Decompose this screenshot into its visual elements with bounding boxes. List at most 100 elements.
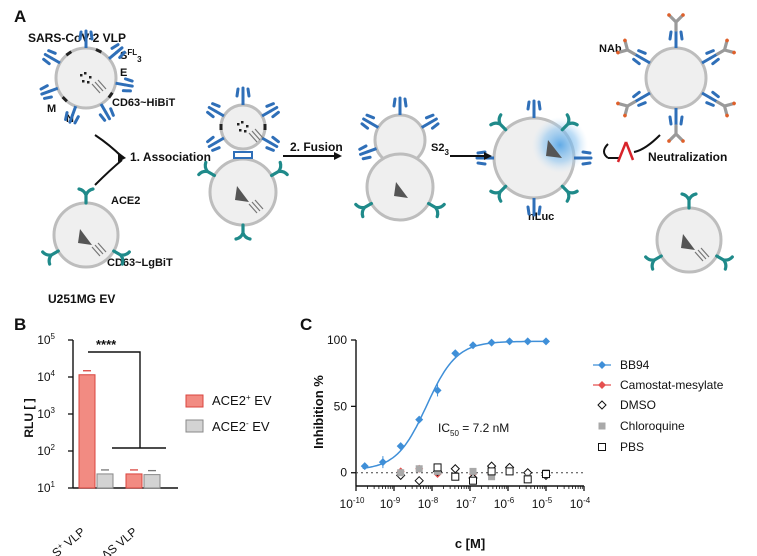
spike-protein-icon xyxy=(668,108,684,127)
data-point xyxy=(397,469,405,477)
antibody-icon xyxy=(667,124,685,143)
spike-head xyxy=(98,107,115,122)
spike-protein-icon xyxy=(261,135,280,152)
cd63-lgbit-coil xyxy=(91,242,107,257)
ace2-shape xyxy=(715,254,734,271)
ace2-receptor-icon xyxy=(489,184,508,203)
legend-marker xyxy=(598,361,606,369)
association-arrowhead xyxy=(118,152,126,162)
spike-stalk xyxy=(214,136,225,145)
legend-marker xyxy=(598,443,606,451)
m-protein-marker xyxy=(107,91,114,99)
ace2-shape xyxy=(234,223,252,241)
spike-head xyxy=(265,135,280,152)
ytick-label: 104 xyxy=(37,369,55,384)
ytick-label: 102 xyxy=(37,443,55,458)
panel-c-legend: BB94 Camostat-mesylate DMSO Chloroquine … xyxy=(620,358,724,454)
n-protein-dot xyxy=(244,130,247,133)
ace2-receptor-icon xyxy=(234,223,252,241)
spike-protein-icon xyxy=(632,90,651,107)
ace2-receptor-icon xyxy=(41,249,60,266)
ev-membrane xyxy=(52,201,120,269)
cd63-hibit-label: CD63~HiBiT xyxy=(112,97,176,109)
antibody-tip xyxy=(616,50,620,55)
ace2-shape xyxy=(426,201,446,219)
vlp-membrane xyxy=(219,103,267,151)
antibody-tip xyxy=(623,38,627,43)
n-protein-dot xyxy=(84,72,87,75)
spike-head xyxy=(265,102,280,119)
data-point xyxy=(542,337,550,346)
xtick-label: 10-8 xyxy=(418,496,439,511)
antibody-icon xyxy=(667,13,685,32)
data-point xyxy=(469,467,477,475)
data-point xyxy=(451,472,460,481)
spike-protein-icon xyxy=(42,49,61,66)
lgbit-arrowhead-icon xyxy=(681,234,695,250)
association-arrow-top xyxy=(94,134,123,158)
data-point xyxy=(433,386,442,395)
antibody-body xyxy=(616,100,637,118)
n-protein-dot xyxy=(89,76,92,79)
antibody-icon xyxy=(715,38,736,56)
extracellular-vesicle xyxy=(197,157,289,241)
spike-head xyxy=(78,29,94,41)
data-point xyxy=(450,464,460,474)
panel-b-legend: ACE2+ EV ACE2- EV xyxy=(185,393,272,434)
antibody-tip xyxy=(681,139,685,143)
spike-stalk xyxy=(99,103,108,114)
spike-head xyxy=(475,150,487,166)
data-point xyxy=(523,337,532,346)
spike-stalk xyxy=(640,56,651,65)
spike-protein-icon xyxy=(526,99,542,118)
legend-marker xyxy=(598,422,606,430)
data-point xyxy=(505,337,514,346)
antibody-tip xyxy=(725,113,729,118)
ytick-label: 103 xyxy=(37,406,55,421)
panel-b-label: B xyxy=(14,315,26,334)
spike-head xyxy=(632,49,647,66)
spike-stalk xyxy=(640,91,651,100)
spike-stalk xyxy=(701,56,712,65)
nluc-arrowhead-icon xyxy=(546,140,562,158)
spike-protein-icon xyxy=(358,144,378,161)
n-protein-dot xyxy=(239,129,242,132)
spike-stalk xyxy=(368,121,380,129)
significance-bracket xyxy=(88,351,166,449)
legend-ace2-pos: ACE2+ EV xyxy=(212,393,272,408)
antibody-tip xyxy=(667,13,671,17)
ace2-shape xyxy=(77,187,95,205)
ytick-label: 100 xyxy=(327,333,347,347)
spike-stalk xyxy=(214,109,225,118)
sfl3-label: SFL3 xyxy=(120,48,142,64)
spike-head xyxy=(705,90,720,107)
ytick-label: 101 xyxy=(37,480,55,495)
legend-dmso: DMSO xyxy=(620,398,656,412)
antibody-tip xyxy=(681,13,685,17)
spike-head xyxy=(206,135,221,152)
luc-arrowhead xyxy=(484,152,492,160)
antibody-tip xyxy=(725,38,729,43)
data-point xyxy=(378,458,387,467)
antibody-icon xyxy=(715,100,736,118)
bar xyxy=(125,473,143,489)
ic50-annotation: IC50 = 7.2 nM xyxy=(438,421,509,438)
significance-stars: **** xyxy=(96,337,117,352)
legend-ace2-neg: ACE2- EV xyxy=(212,419,270,434)
xtick-label: 10-10 xyxy=(340,496,365,511)
fusion-arrowhead xyxy=(334,152,342,160)
spike-protein-icon xyxy=(526,198,542,217)
neutralization-arrow xyxy=(603,143,620,159)
m-protein-marker xyxy=(219,124,223,130)
data-point xyxy=(488,473,496,481)
data-point xyxy=(487,338,496,347)
legend-camostat: Camostat-mesylate xyxy=(620,378,724,392)
n-protein-dot xyxy=(237,123,240,126)
cd63-hibit-coil xyxy=(248,128,264,143)
panel-b-bars xyxy=(72,340,178,489)
antibody-tip xyxy=(623,113,627,118)
data-point xyxy=(433,463,442,472)
binding-interface xyxy=(233,151,253,159)
